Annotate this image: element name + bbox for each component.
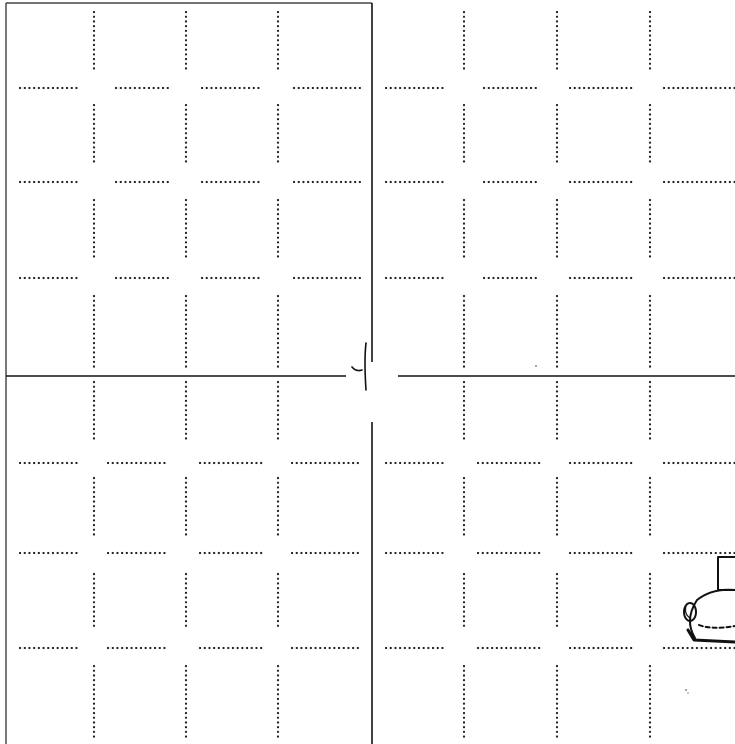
robot-sketch-icon [684, 557, 735, 642]
center-handwritten-mark [352, 343, 366, 390]
horizontal-dotted-lines [20, 88, 735, 648]
quadrant-dividers [6, 3, 735, 744]
sheet-border [6, 3, 372, 744]
stray-marks [535, 365, 689, 694]
